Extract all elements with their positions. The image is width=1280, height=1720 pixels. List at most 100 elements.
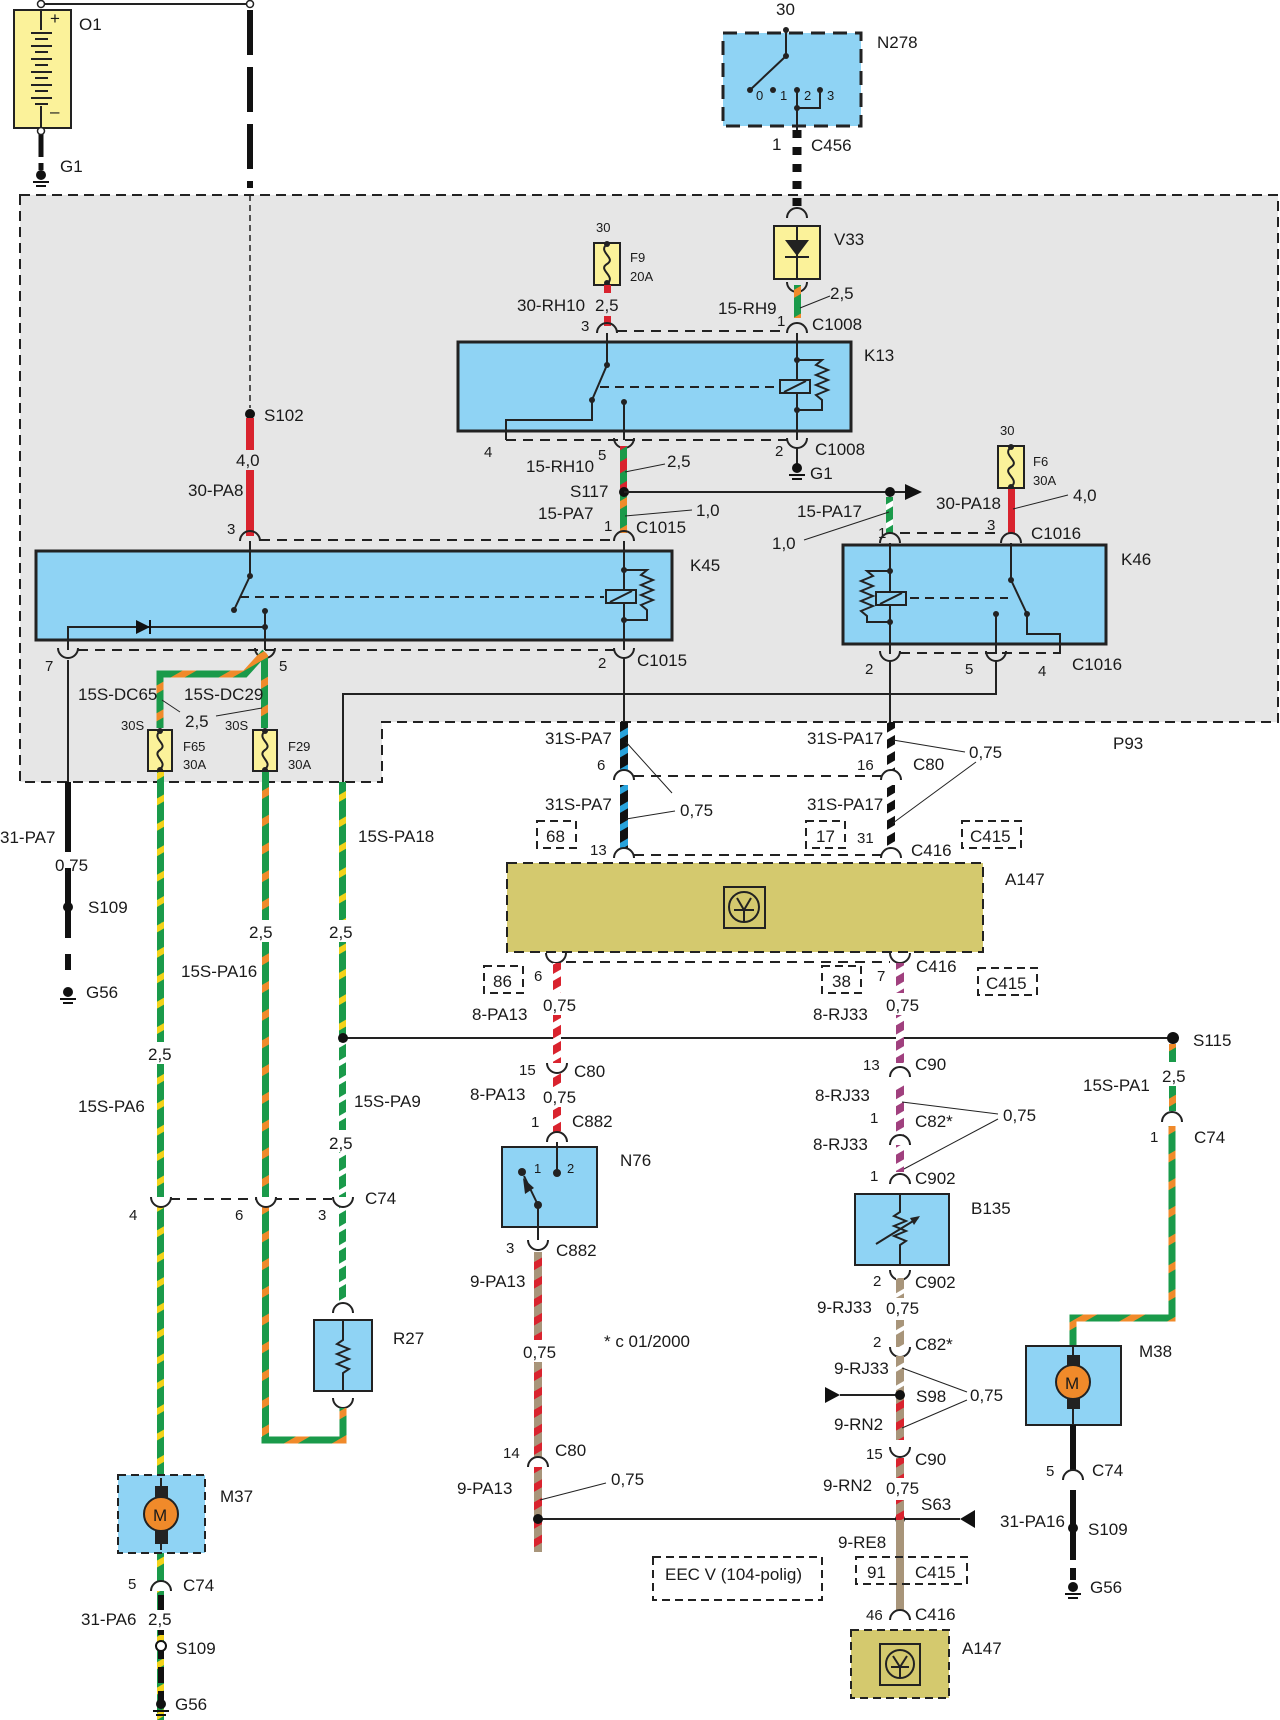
fuse-f29-label: F29 (288, 739, 310, 754)
eec-label: EEC V (104-polig) (665, 1565, 802, 1584)
fuse-f9[interactable] (593, 241, 621, 286)
wire-9-rn2-a: 9-RN2 (834, 1415, 883, 1434)
pin-c416-7: 7 (877, 968, 885, 985)
switch-pos-1: 1 (780, 88, 787, 103)
ground-g1-label: G1 (60, 157, 83, 176)
ground-icon (33, 170, 49, 187)
pin-k45-3: 3 (227, 521, 235, 538)
relay-k46[interactable] (841, 543, 1108, 654)
pin-c902-1: 1 (870, 1168, 878, 1185)
connector-c90-top: C90 (915, 1055, 946, 1074)
n76-pin-1: 1 (534, 1161, 541, 1176)
ignition-switch-label: N278 (877, 33, 918, 52)
gauge-pa7: 1,0 (696, 501, 720, 520)
pin-k46-4: 4 (1038, 663, 1046, 680)
pin-c74-3: 3 (318, 1207, 326, 1224)
connector-c1016-top: C1016 (1031, 524, 1081, 543)
wire-15s-pa9 (339, 1038, 346, 1313)
ecu-pin-91: 91 (867, 1563, 886, 1582)
connector-c80-mid: C80 (574, 1062, 605, 1081)
pin-c882-1: 1 (531, 1114, 539, 1131)
connector-c415-mid: C415 (986, 974, 1027, 993)
wire-30-rh10: 30-RH10 (517, 296, 585, 315)
battery-plus: + (50, 9, 60, 28)
ignition-switch[interactable] (721, 27, 863, 130)
temp-sensor-label: B135 (971, 1199, 1011, 1218)
connector-c415-bot: C415 (915, 1563, 956, 1582)
ecu-a147-small[interactable] (850, 1629, 950, 1699)
battery[interactable] (13, 9, 72, 129)
fuse-f65-terminal: 30S (121, 718, 144, 733)
wire-31-pa7: 31-PA7 (0, 828, 55, 847)
pin-c416-6: 6 (534, 968, 542, 985)
connector-c902-top: C902 (915, 1169, 956, 1188)
wire-31-pa16: 31-PA16 (1000, 1512, 1065, 1531)
resistor-r27[interactable] (313, 1319, 373, 1392)
wire-9-rj33-a: 9-RJ33 (817, 1298, 872, 1317)
pin-c74-5a: 5 (128, 1576, 136, 1593)
motor-m37-symbol: M (153, 1506, 167, 1525)
pressure-switch-n76[interactable] (501, 1142, 598, 1240)
pressure-switch-label: N76 (620, 1151, 651, 1170)
battery-label: O1 (79, 15, 102, 34)
pin-k46-1: 1 (878, 525, 886, 542)
pin-k45-1: 1 (604, 518, 612, 535)
connector-c416-top: C416 (911, 841, 952, 860)
gauge-c80-left: 0,75 (680, 801, 713, 820)
gauge-dc: 2,5 (185, 712, 209, 731)
pin-c80-6: 6 (597, 757, 605, 774)
fuse-f65[interactable] (147, 728, 173, 773)
wire-31-pa6: 31-PA6 (81, 1610, 136, 1629)
switch-pos-2: 2 (804, 88, 811, 103)
wire-15s-pa16 (262, 772, 269, 1437)
wire-9-re8: 9-RE8 (838, 1533, 886, 1552)
pin-k45-5: 5 (279, 658, 287, 675)
gauge-9rj33: 0,75 (886, 1299, 919, 1318)
pin-k13-4: 4 (484, 444, 492, 461)
connector-c80-top: C80 (913, 755, 944, 774)
pin-k13-1: 1 (777, 313, 785, 330)
ground-icon (1065, 1582, 1081, 1599)
wire-15-pa17: 15-PA17 (797, 502, 862, 521)
connector-c1008-top: C1008 (812, 315, 862, 334)
pin-c416-13: 13 (590, 842, 607, 859)
motor-m37-label: M37 (220, 1487, 253, 1506)
wire-15s-pa6 (157, 772, 164, 1720)
ecu-a147[interactable] (506, 862, 984, 953)
splice-s109-c: S109 (176, 1639, 216, 1658)
wire-30-pa18: 30-PA18 (936, 494, 1001, 513)
gauge-rh10: 2,5 (667, 452, 691, 471)
pin-c74-4: 4 (129, 1207, 137, 1224)
ecu-pin-17: 17 (816, 827, 835, 846)
wire-9-pa13-b: 9-PA13 (457, 1479, 512, 1498)
relay-k13[interactable] (456, 333, 853, 440)
relay-k45[interactable] (34, 541, 674, 650)
gauge-s98: 0,75 (970, 1386, 1003, 1405)
ecu-pin-38: 38 (832, 972, 851, 991)
connector-c902-bot: C902 (915, 1273, 956, 1292)
switch-pos-3: 3 (827, 88, 834, 103)
ecu-a147-small-label: A147 (962, 1639, 1002, 1658)
ecu-pin-68: 68 (546, 827, 565, 846)
wire-15s-dc29: 15S-DC29 (184, 685, 263, 704)
pin-k13-2: 2 (775, 443, 783, 460)
ecu-a147-label: A147 (1005, 870, 1045, 889)
ground-icon (60, 987, 76, 1004)
wire-8-pa13-b: 8-PA13 (470, 1085, 525, 1104)
fuse-f29[interactable] (252, 728, 278, 773)
fuse-f9-label: F9 (630, 250, 645, 265)
fan-motor-m38[interactable] (1025, 1345, 1122, 1426)
fuse-f6[interactable] (997, 444, 1025, 490)
pin-k46-2: 2 (865, 661, 873, 678)
footnote: * c 01/2000 (604, 1332, 690, 1351)
wire-15s-pa6-label: 15S-PA6 (78, 1097, 145, 1116)
fan-motor-m37[interactable] (117, 1474, 206, 1554)
ground-icon (789, 463, 805, 480)
diode[interactable] (773, 225, 821, 280)
pin-k45-7: 7 (45, 658, 53, 675)
gauge-31pa6: 2,5 (148, 1610, 172, 1629)
gauge-8rj33-a: 0,75 (886, 996, 919, 1015)
fuse-f9-rating: 20A (630, 269, 653, 284)
temp-sensor-b135[interactable] (854, 1193, 950, 1266)
